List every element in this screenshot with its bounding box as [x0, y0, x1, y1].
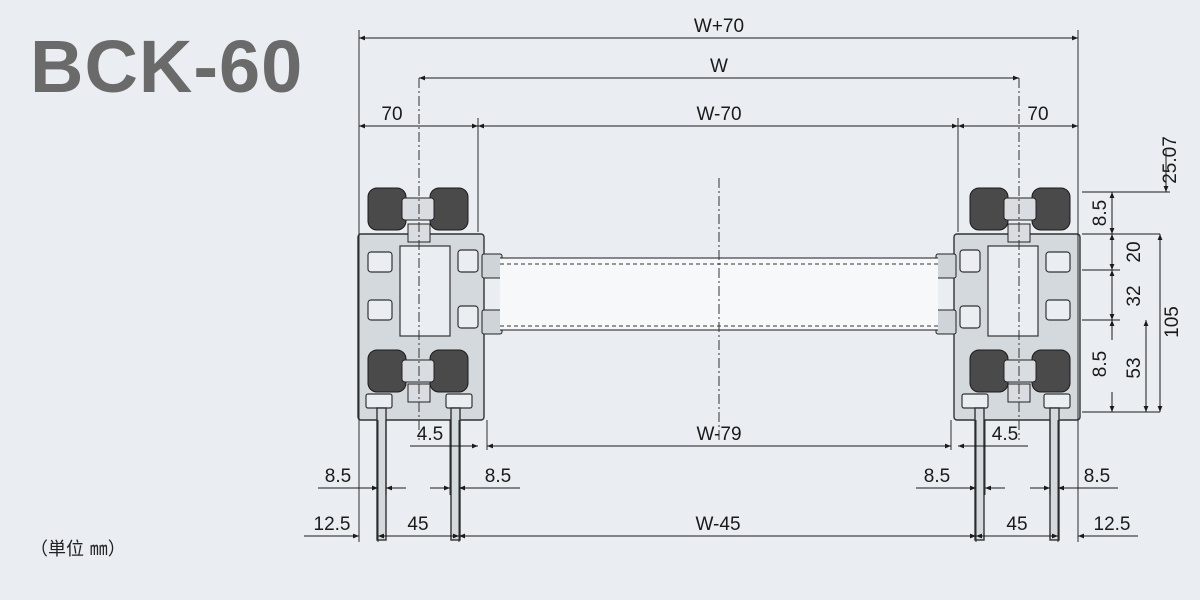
- dim-label-w-minus-45: W-45: [695, 514, 740, 535]
- dim-label-right-4-5: 4.5: [992, 424, 1018, 445]
- dim-vertical-25-07: 25.07: [1160, 136, 1181, 192]
- unit-note: （単位 ㎜）: [30, 539, 126, 560]
- dim-label-left-45: 45: [407, 514, 428, 535]
- left-upper-roller-set: [367, 187, 469, 243]
- dim-label-right-45: 45: [1006, 514, 1027, 535]
- dim-label-right-70: 70: [1027, 104, 1048, 125]
- dim-label-w-minus-79: W-79: [696, 424, 741, 445]
- dim-label-v-32: 32: [1124, 285, 1145, 306]
- dim-label-right-inner-8-5: 8.5: [924, 466, 950, 487]
- dim-row-70: 70 W-70 70: [359, 104, 1078, 129]
- dim-label-v-53: 53: [1124, 357, 1145, 378]
- dim-vertical-8-5-bottom: 8.5: [1090, 320, 1115, 412]
- dim-row-bottom: 12.5 45 W-45 45 12.5: [304, 514, 1138, 539]
- dim-inner-gap: W-79 4.5 4.5: [410, 424, 1028, 449]
- dim-label-w: W: [710, 56, 728, 77]
- dim-label-25-07: 25.07: [1160, 136, 1181, 184]
- dim-label-v-105: 105: [1162, 306, 1183, 338]
- dim-vertical-53: 53: [1124, 320, 1149, 412]
- dim-row-8-5: 8.5 8.5 8.5 8.5: [318, 466, 1118, 491]
- dim-label-v-20: 20: [1124, 241, 1145, 262]
- dim-vertical-8-5-top: 8.5: [1090, 192, 1115, 234]
- dim-vertical-32: 32: [1109, 270, 1145, 320]
- right-upper-roller-set: [969, 187, 1071, 243]
- dim-label-w-minus-70: W-70: [696, 104, 741, 125]
- dim-label-left-70: 70: [381, 104, 402, 125]
- dim-vertical-105: 105: [1157, 234, 1183, 412]
- dim-label-right-12-5: 12.5: [1094, 514, 1131, 535]
- dim-label-right-outer-8-5: 8.5: [1084, 466, 1110, 487]
- right-lower-roller-set: [969, 349, 1071, 403]
- dim-label-left-4-5: 4.5: [417, 424, 443, 445]
- dim-top-w: W: [419, 56, 1019, 81]
- left-lower-roller-set: [367, 349, 469, 403]
- right-bolts: [935, 253, 957, 335]
- dim-label-w-plus-70: W+70: [694, 16, 744, 37]
- dim-vertical-20: 20: [1109, 234, 1145, 270]
- dim-label-left-12-5: 12.5: [314, 514, 351, 535]
- model-title: BCK-60: [30, 25, 304, 108]
- dim-top-total: W+70: [359, 16, 1078, 41]
- dim-label-left-outer-8-5: 8.5: [325, 466, 351, 487]
- dim-label-v-8-5-bottom: 8.5: [1090, 351, 1111, 377]
- left-bolts: [481, 253, 503, 335]
- dim-label-left-inner-8-5: 8.5: [485, 466, 511, 487]
- dim-label-v-8-5-top: 8.5: [1090, 200, 1111, 226]
